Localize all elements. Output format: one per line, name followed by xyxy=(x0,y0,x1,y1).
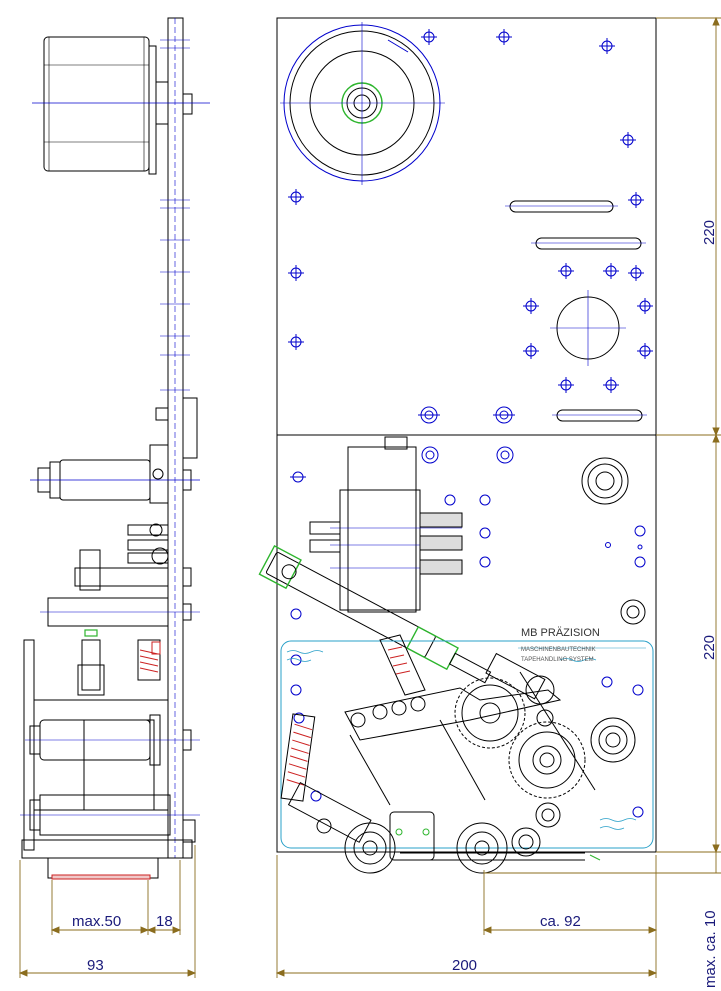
brand-line-2: TAPEHANDLING SYSTEM xyxy=(521,657,594,663)
side-motor xyxy=(32,36,210,175)
dimension-lines xyxy=(18,16,721,978)
valve-block xyxy=(309,436,463,613)
bottom-rollers xyxy=(287,781,601,874)
side-plate-ticks xyxy=(160,39,190,391)
dim-side-max: max.50 xyxy=(72,913,121,930)
brand-line-1: MASCHINENBAUTECHNIK xyxy=(521,647,596,653)
mounting-holes-upper xyxy=(288,29,653,424)
mounting-holes-lower xyxy=(290,446,646,818)
dim-upper-height: 220 xyxy=(701,220,718,245)
lower-plate xyxy=(276,434,657,853)
side-lower-frame xyxy=(23,639,35,851)
dim-side-offset: 18 xyxy=(156,913,173,930)
slots xyxy=(505,200,647,422)
tension-spring xyxy=(280,713,316,802)
brand-title: MB PRÄZISION xyxy=(521,627,600,639)
side-spring xyxy=(137,639,161,681)
side-cylinder xyxy=(30,444,200,504)
dim-side-width: 93 xyxy=(87,957,104,974)
pneumatic-cylinder xyxy=(258,544,492,684)
circular-cutout xyxy=(550,290,626,366)
brand-panel xyxy=(280,640,654,849)
idler-roller xyxy=(581,457,646,625)
dim-bottom-max: max. ca. 10 xyxy=(702,910,719,988)
side-fittings xyxy=(127,523,169,565)
tape-reel xyxy=(280,22,445,185)
gear-train xyxy=(454,671,636,828)
front-view xyxy=(258,17,657,874)
dim-front-reach: ca. 92 xyxy=(540,913,581,930)
side-view xyxy=(20,17,210,880)
dim-front-width: 200 xyxy=(452,957,477,974)
dim-lower-height: 220 xyxy=(701,635,718,660)
side-plate xyxy=(167,17,184,859)
upper-plate xyxy=(276,17,657,436)
